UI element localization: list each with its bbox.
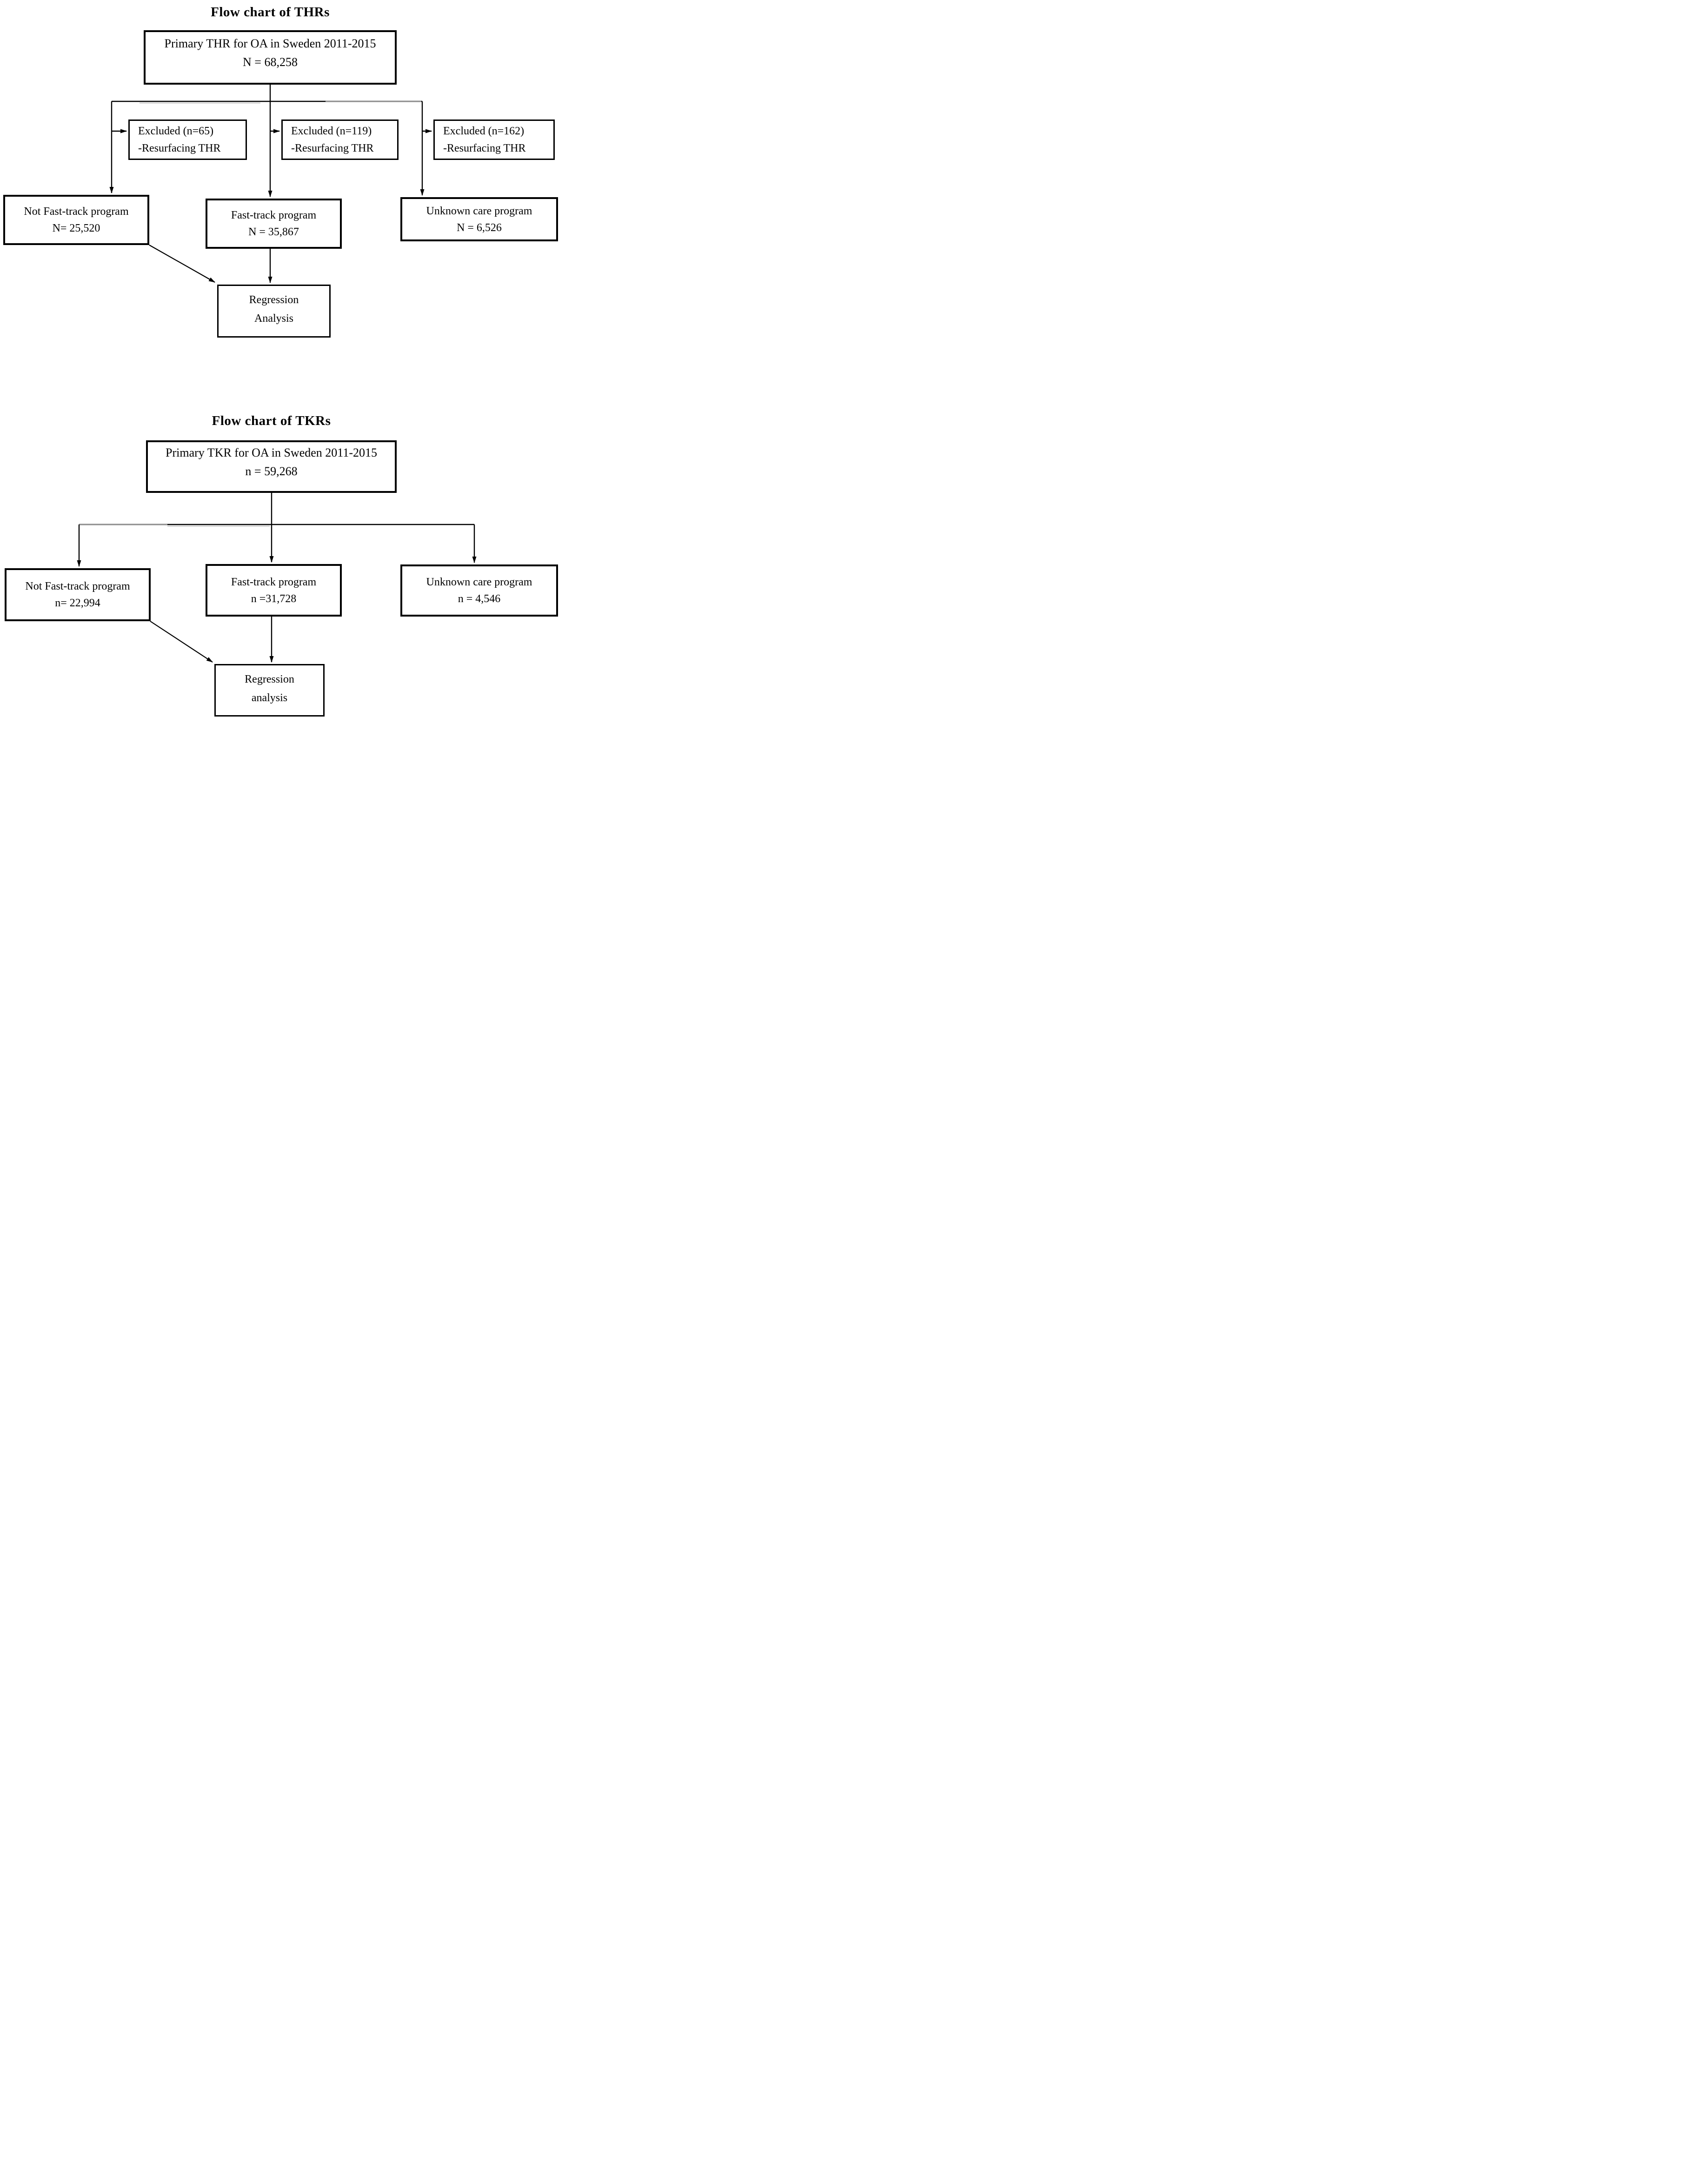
thr-excluded-65-line2: -Resurfacing THR bbox=[138, 142, 221, 154]
thr-unknown-care-box: Unknown care program N = 6,526 bbox=[400, 197, 558, 241]
flow-chart-figure: Flow chart of THRs Primary THR for OA in… bbox=[0, 0, 561, 728]
thr-excluded-65-line1: Excluded (n=65) bbox=[138, 125, 214, 137]
thr-excluded-box-119: Excluded (n=119) -Resurfacing THR bbox=[281, 119, 399, 160]
thr-regression-line2: Analysis bbox=[254, 312, 293, 325]
thr-connectors bbox=[109, 85, 432, 283]
thr-fast-track-line2: N = 35,867 bbox=[248, 226, 299, 238]
thr-excluded-162-line2: -Resurfacing THR bbox=[443, 142, 526, 154]
tkr-fast-track-line1: Fast-track program bbox=[231, 576, 317, 588]
thr-fast-track-line1: Fast-track program bbox=[231, 209, 317, 221]
tkr-not-fast-track-box: Not Fast-track program n= 22,994 bbox=[5, 568, 151, 621]
tkr-source-box: Primary TKR for OA in Sweden 2011-2015 n… bbox=[146, 440, 397, 493]
thr-not-fast-track-to-regression-arrow bbox=[149, 245, 215, 283]
thr-excluded-119-line2: -Resurfacing THR bbox=[291, 142, 374, 154]
thr-not-fast-track-line1: Not Fast-track program bbox=[24, 206, 129, 218]
tkr-regression-line2: analysis bbox=[251, 691, 288, 704]
tkr-not-fast-track-line2: n= 22,994 bbox=[55, 597, 100, 609]
tkr-regression-box: Regression analysis bbox=[214, 664, 325, 717]
tkr-fast-track-line2: n =31,728 bbox=[251, 592, 297, 605]
thr-regression-line1: Regression bbox=[249, 294, 299, 306]
thr-unknown-care-line1: Unknown care program bbox=[426, 205, 532, 217]
tkr-title: Flow chart of TKRs bbox=[212, 413, 331, 428]
tkr-source-line1: Primary TKR for OA in Sweden 2011-2015 bbox=[166, 445, 377, 459]
tkr-unknown-care-line1: Unknown care program bbox=[426, 576, 532, 588]
thr-excluded-box-65: Excluded (n=65) -Resurfacing THR bbox=[128, 119, 247, 160]
tkr-fast-track-box: Fast-track program n =31,728 bbox=[206, 564, 342, 617]
tkr-not-fast-track-line1: Not Fast-track program bbox=[25, 580, 130, 592]
tkr-not-fast-track-to-regression-arrow bbox=[150, 621, 213, 663]
tkr-unknown-care-box: Unknown care program n = 4,546 bbox=[400, 564, 558, 617]
tkr-unknown-care-line2: n = 4,546 bbox=[458, 593, 501, 605]
thr-excluded-162-line1: Excluded (n=162) bbox=[443, 125, 525, 137]
thr-title: Flow chart of THRs bbox=[211, 5, 330, 20]
thr-not-fast-track-line2: N= 25,520 bbox=[52, 222, 100, 234]
tkr-regression-line1: Regression bbox=[245, 673, 294, 685]
thr-regression-box: Regression Analysis bbox=[217, 285, 331, 338]
thr-source-box: Primary THR for OA in Sweden 2011-2015 N… bbox=[144, 30, 397, 85]
thr-excluded-119-line1: Excluded (n=119) bbox=[291, 125, 372, 137]
thr-source-line1: Primary THR for OA in Sweden 2011-2015 bbox=[164, 36, 376, 50]
thr-unknown-care-line2: N = 6,526 bbox=[457, 221, 502, 234]
thr-not-fast-track-box: Not Fast-track program N= 25,520 bbox=[3, 195, 149, 245]
thr-fast-track-box: Fast-track program N = 35,867 bbox=[206, 199, 342, 249]
thr-source-line2: N = 68,258 bbox=[243, 55, 298, 69]
tkr-source-line2: n = 59,268 bbox=[245, 464, 298, 478]
thr-excluded-box-162: Excluded (n=162) -Resurfacing THR bbox=[433, 119, 555, 160]
